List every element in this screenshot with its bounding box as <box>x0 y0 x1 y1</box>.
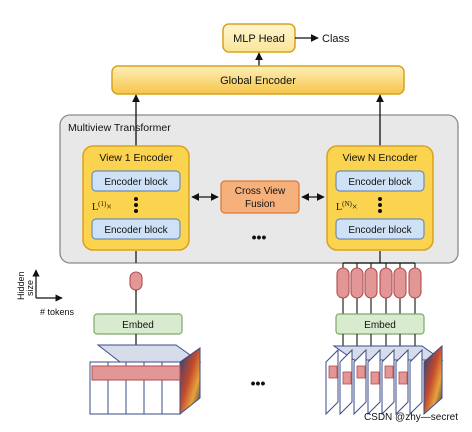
view1-encoder-block-bottom <box>91 218 181 240</box>
view1-repeat-count: L(1)× <box>92 200 112 213</box>
view1-encoder-block-top-label: Encoder block <box>104 177 168 188</box>
middle-ellipsis: ••• <box>252 229 267 245</box>
right-frame-stack <box>325 344 444 416</box>
multiview-title: Multiview Transformer <box>68 122 171 134</box>
watermark: CSDN @zhy—secret <box>364 412 458 423</box>
left-frame-stack <box>89 344 202 416</box>
view1-title: View 1 Encoder <box>99 152 173 164</box>
left-tubelet-highlight <box>91 365 181 381</box>
right-token <box>408 267 422 299</box>
axis-hidden-label-line1: Hidden <box>16 271 26 300</box>
viewN-repeat-count: L(N)× <box>336 200 357 213</box>
right-embed-label: Embed <box>364 320 396 331</box>
right-patch-highlights <box>328 365 408 385</box>
global-encoder-node: Global Encoder <box>111 65 405 95</box>
viewN-encoder-block-top-label: Encoder block <box>348 177 412 188</box>
left-embed-node: Embed <box>93 313 183 335</box>
left-token <box>129 271 143 291</box>
view1-encoder: View 1 Encoder Encoder block L(1)× Encod… <box>82 145 190 251</box>
token-axis-indicator: Hidden size # tokens <box>16 269 75 317</box>
right-token <box>379 267 393 299</box>
axis-hidden-label-line2: size <box>25 280 35 296</box>
view1-encoder-block-bottom-label: Encoder block <box>104 225 168 236</box>
left-embed-label: Embed <box>122 320 154 331</box>
right-token <box>350 267 364 299</box>
viewN-encoder-block-top <box>335 170 425 192</box>
viewN-title: View N Encoder <box>342 152 418 164</box>
mlp-head-label: MLP Head <box>233 33 285 45</box>
viewN-vertical-dots <box>378 197 382 213</box>
view1-encoder-block-top <box>91 170 181 192</box>
right-embed-node: Embed <box>335 313 425 335</box>
viewN-encoder: View N Encoder Encoder block L(N)× Encod… <box>326 145 434 251</box>
bottom-ellipsis: ••• <box>251 375 266 391</box>
right-tokens <box>336 263 422 314</box>
right-token <box>364 267 378 299</box>
fusion-label-line2: Fusion <box>245 199 275 210</box>
right-token <box>393 267 407 299</box>
cross-view-fusion-node: Cross View Fusion <box>220 180 300 214</box>
global-encoder-label: Global Encoder <box>220 75 296 87</box>
axis-tokens-label: # tokens <box>40 307 75 317</box>
fusion-label-line1: Cross View <box>235 186 286 197</box>
viewN-encoder-block-bottom <box>335 218 425 240</box>
class-label: Class <box>322 33 350 45</box>
mlp-head-node: MLP Head <box>222 23 296 53</box>
right-token <box>336 267 350 299</box>
viewN-encoder-block-bottom-label: Encoder block <box>348 225 412 236</box>
view1-vertical-dots <box>134 197 138 213</box>
